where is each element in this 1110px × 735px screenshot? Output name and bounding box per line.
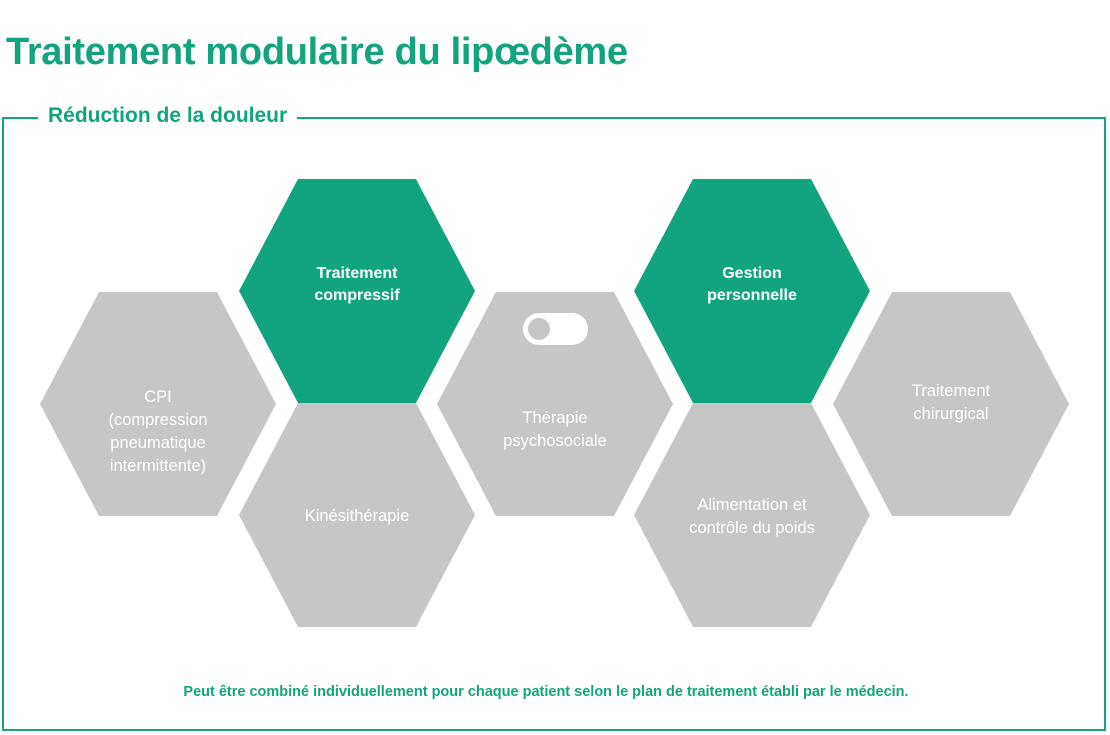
toggle-knob-icon [528,318,550,340]
hex-label-therapie-psychosociale: Thérapie psychosociale [503,409,607,450]
toggle-switch-icon[interactable] [523,313,588,345]
pain-reduction-frame [2,117,1106,731]
hex-label-traitement-chirurgical: Traitement chirurgical [911,382,991,423]
hex-label-traitement-compressif: Traitement compressif [314,265,400,304]
hex-cell-cpi[interactable]: CPI (compression pneumatique intermitten… [40,292,276,516]
hex-cell-traitement-compressif[interactable]: Traitement compressif [239,179,475,403]
hex-label-cpi: CPI (compression pneumatique intermitten… [108,388,208,475]
hex-label-gestion-personnelle: Gestion personnelle [707,265,797,304]
hex-cell-traitement-chirurgical[interactable]: Traitement chirurgical [833,292,1069,516]
frame-legend-pain-reduction: Réduction de la douleur [38,100,298,132]
hex-cell-gestion-personnelle[interactable]: Gestion personnelle [634,179,870,403]
hex-label-kinesitherapie: Kinésithérapie [304,506,410,525]
footnote-text: Peut être combiné individuellement pour … [183,684,909,700]
hex-label-alimentation-controle-poids: Alimentation et contrôle du poids [689,496,815,537]
hex-cell-alimentation-controle-poids[interactable]: Alimentation et contrôle du poids [634,403,870,627]
page-title: Traitement modulaire du lipœdème [6,31,628,74]
hex-cell-kinesitherapie[interactable]: Kinésithérapie [239,403,475,627]
